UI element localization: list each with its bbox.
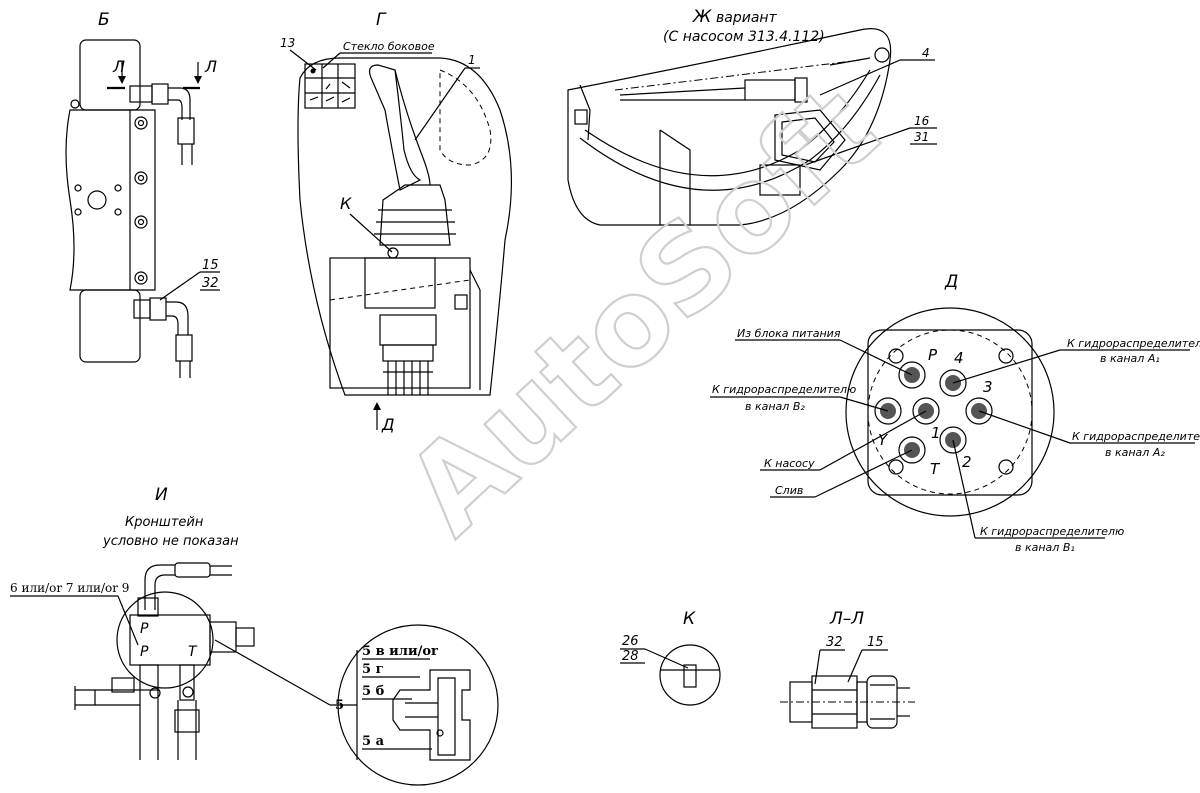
view-i-title: И — [155, 485, 168, 505]
bolts — [70, 99, 148, 285]
top-cylinder — [79, 39, 141, 111]
detail-5: 5 5 в или/or 5 г 5 б 5 а — [214, 624, 499, 786]
connector-bundle — [379, 314, 437, 395]
view-zh-subtitle: (С насосом 313.4.112) — [663, 29, 825, 45]
view-b: Б Л Л — [65, 10, 220, 378]
label-b2-line2: в канал B₂ — [745, 400, 805, 413]
glass-label: Стекло боковое — [343, 40, 435, 53]
pos-26: 26 — [622, 634, 639, 649]
label-b1-line1: К гидрораспределителю — [980, 525, 1124, 538]
pos-15-b: 15 — [202, 258, 219, 273]
valve-body — [65, 109, 156, 291]
valve-ring — [116, 591, 214, 689]
detail-5-label: 5 — [335, 698, 344, 713]
top-fitting — [129, 83, 195, 165]
pos-label-i: 6 или/or 7 или/or 9 — [10, 581, 129, 595]
port-2: 2 — [962, 453, 972, 471]
view-zh: Ж вариант (С насосом 313.4.112) 4 16 31 — [567, 7, 937, 226]
view-d-title: Д — [944, 272, 958, 292]
pos-32-ll: 32 — [826, 635, 843, 650]
port-1: 1 — [931, 424, 941, 442]
pos-16-zh: 16 — [914, 114, 930, 128]
cab-outline — [297, 57, 513, 396]
pos-15-ll: 15 — [867, 635, 884, 650]
console-base — [329, 257, 471, 389]
pos-1-g: 1 — [468, 53, 476, 67]
pos-28: 28 — [622, 649, 639, 664]
label-b2-line1: К гидрораспределителю — [712, 383, 856, 396]
pos-4-zh: 4 — [922, 46, 930, 60]
label-a2-line1: К гидрораспределителю — [1072, 430, 1200, 443]
port-p-d: P — [928, 346, 938, 364]
section-mark-left: Л — [112, 57, 125, 76]
k-circle — [659, 644, 721, 706]
section-mark-right: Л — [204, 57, 217, 76]
d-mark: Д — [381, 415, 395, 434]
bottom-fitting — [133, 297, 193, 378]
port-t-i: T — [188, 644, 198, 660]
port-y: Y — [878, 431, 889, 449]
view-i: И Кронштейн условно не показан 6 или/or … — [10, 485, 499, 786]
outer-circle — [845, 307, 1055, 517]
pos-13: 13 — [280, 36, 295, 50]
label-pump: К насосу — [764, 457, 815, 470]
view-b-title: Б — [98, 10, 110, 30]
hydraulic-ports — [874, 361, 993, 464]
fitting-section — [780, 675, 915, 729]
view-ll-title: Л–Л — [829, 609, 864, 629]
pos-31-zh: 31 — [914, 130, 929, 144]
pos-32-b: 32 — [202, 276, 219, 291]
port-3: 3 — [983, 378, 993, 396]
control-icons-panel — [304, 63, 356, 109]
detail-5b-label: 5 б — [362, 684, 385, 699]
view-k: К 26 28 — [620, 609, 721, 706]
view-zh-title: Ж — [692, 7, 712, 27]
view-zh-variant: вариант — [716, 10, 778, 26]
joystick — [368, 64, 456, 259]
label-b1-line2: в канал B₁ — [1015, 541, 1075, 554]
view-g: Г 13 Стекло боковое 1 — [280, 10, 513, 434]
k-mark: К — [340, 194, 352, 213]
label-a2-line2: в канал A₂ — [1105, 446, 1165, 459]
view-k-title: К — [683, 609, 696, 629]
leader-lines-d — [710, 339, 1195, 539]
note-bracket: Кронштейн — [125, 515, 204, 530]
label-power: Из блока питания — [737, 327, 841, 340]
detail-5a-label: 5 а — [362, 734, 385, 749]
watermark: AutoSoft — [380, 59, 903, 560]
bottom-cylinder — [79, 289, 141, 363]
port-4: 4 — [954, 349, 964, 367]
detail-5g-label: 5 г — [362, 662, 384, 677]
port-t-d: T — [930, 460, 941, 478]
label-a1-line1: К гидрораспределителю — [1067, 337, 1200, 350]
label-a1-line2: в канал A₁ — [1100, 352, 1160, 365]
detail-5v-label: 5 в или/or — [362, 644, 438, 659]
note-not-shown: условно не показан — [102, 534, 239, 549]
cab-outline-zh — [567, 28, 892, 226]
port-p1-i: P — [140, 621, 149, 637]
view-g-title: Г — [376, 10, 387, 30]
label-drain: Слив — [775, 484, 803, 497]
plate-bolts — [888, 348, 1014, 475]
port-p2-i: P — [140, 644, 149, 660]
view-d: Д P 4 3 1 2 Y T — [710, 272, 1200, 554]
view-ll: Л–Л 32 15 — [780, 609, 915, 729]
